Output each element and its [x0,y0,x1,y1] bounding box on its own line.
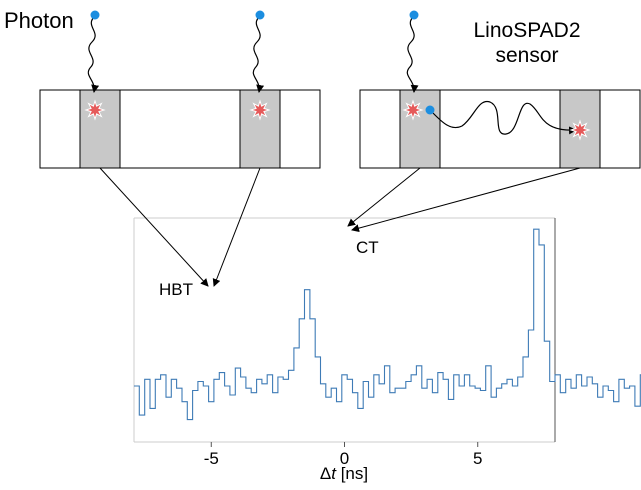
x-axis-ticks: -5 0 5 [204,442,482,468]
photon-dot-icon [90,10,100,20]
histogram-series-line [134,228,641,421]
crosstalk-photon-path [429,100,577,135]
x-tick-label: 0 [340,449,349,468]
ct-peak-label: CT [356,238,379,257]
detection-star-icon [249,99,271,121]
hbt-arrow [99,167,209,287]
hbt-arrow [212,167,261,287]
histogram-panel [133,217,556,443]
active-pixel [79,89,121,169]
photon-path [252,15,265,93]
hbt-peak-label: HBT [159,280,193,299]
ct-arrow [351,167,581,233]
photon-dot-icon [409,10,419,20]
sensor-label-line1: LinoSPAD2 [473,19,580,42]
x-axis-label: Δt [ns] [320,464,368,483]
x-tick-label: -5 [204,449,219,468]
detection-star-icon [402,99,424,121]
detection-star-icon [569,119,591,141]
ct-arrow [347,167,421,227]
photon-dot-icon [255,10,265,20]
photon-path [87,15,100,93]
photon-path [406,15,419,93]
sensor-label-line2: sensor [495,44,558,67]
sensor-strip-left [39,89,321,169]
photon-dot-icon [425,105,435,115]
active-pixel [399,89,441,169]
photon-label: Photon [4,8,74,33]
detection-star-icon [84,99,106,121]
sensor-strip-right [359,89,641,169]
x-tick-label: 5 [473,449,482,468]
